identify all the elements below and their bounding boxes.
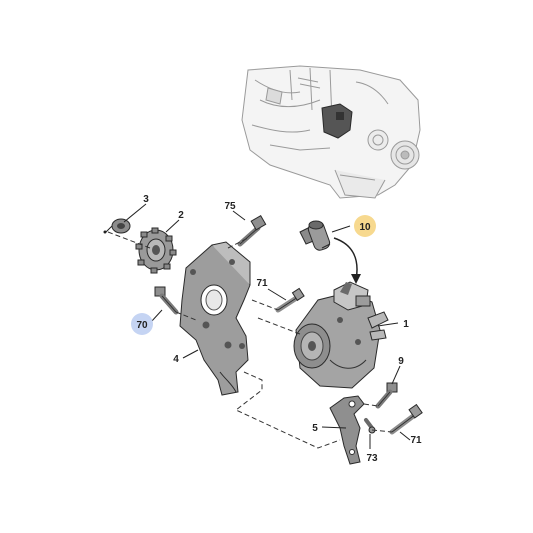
callout-2: 2 [178, 210, 184, 221]
leader-lines [123, 203, 411, 449]
bolt-71-lower-icon [389, 403, 423, 435]
assembly-arrow-icon [333, 237, 361, 284]
callout-4: 4 [173, 354, 179, 365]
callout-70: 70 [136, 320, 148, 331]
callout-71-lower: 71 [410, 435, 422, 446]
bolt-70-icon [154, 286, 179, 315]
pressure-regulator-icon [299, 220, 331, 251]
mounting-bracket-icon [179, 241, 251, 396]
callout-71-upper: 71 [256, 278, 268, 289]
badge-70-background [131, 313, 153, 335]
callout-75: 75 [224, 201, 236, 212]
bolt-75-icon [237, 214, 267, 247]
bolt-9-icon [375, 382, 398, 409]
washer-nut-icon [103, 218, 131, 234]
callout-5: 5 [312, 423, 318, 434]
callout-9: 9 [398, 356, 404, 367]
callout-1: 1 [403, 319, 409, 330]
rear-support-icon [329, 395, 365, 465]
callout-3: 3 [143, 194, 149, 205]
bolt-71-upper-icon [275, 287, 305, 313]
fuel-pump-icon [293, 281, 389, 389]
badge-10-background [354, 215, 376, 237]
callout-10: 10 [359, 222, 371, 233]
engine-pump-highlight-icon [321, 103, 353, 139]
assembly-guide-lines [107, 231, 393, 449]
callout-73: 73 [366, 453, 378, 464]
sprocket-icon [135, 227, 177, 274]
stud-73-icon [364, 418, 376, 434]
